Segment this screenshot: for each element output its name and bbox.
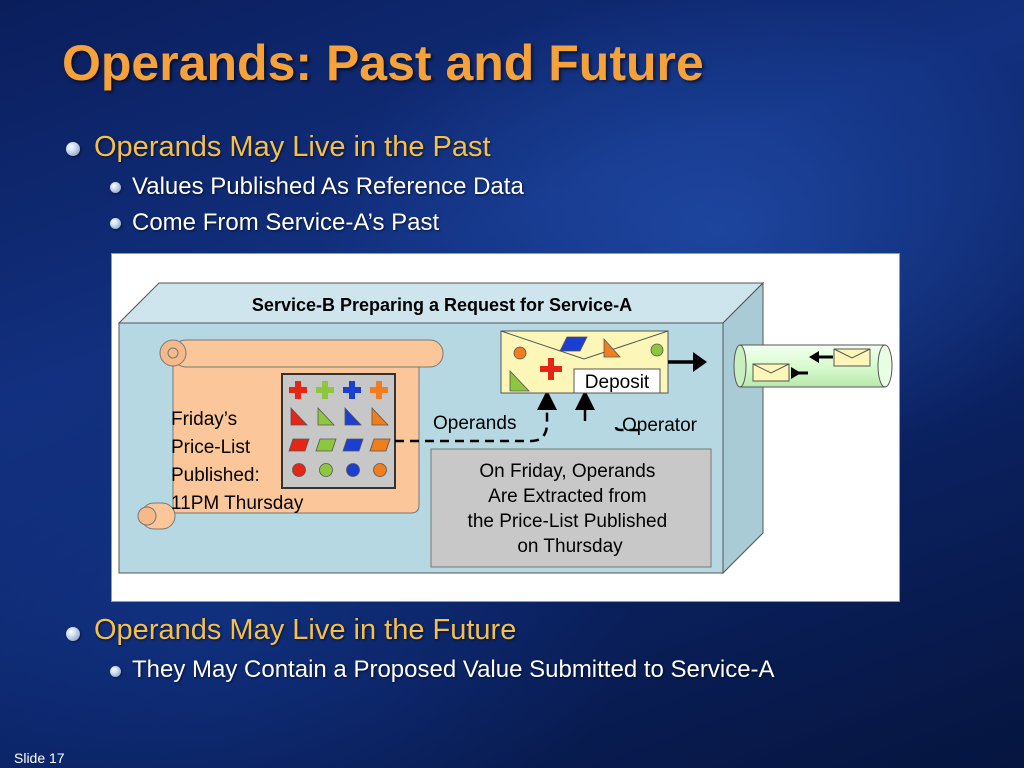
parallelogram-icon	[315, 438, 337, 452]
operator-label: Operator	[622, 415, 698, 436]
queue-arrow-head	[809, 351, 819, 363]
scroll-line: 11PM Thursday	[171, 493, 304, 514]
send-arrow-head	[693, 352, 707, 372]
operand-grid	[281, 373, 396, 489]
note-line: the Price-List Published	[468, 511, 668, 532]
triangle-icon	[344, 406, 362, 426]
scroll-text: Friday’s Price-List Published: 11PM Thur…	[171, 409, 304, 514]
cross-icon	[540, 358, 562, 380]
cross-icon	[316, 381, 334, 399]
sub-bullet-proposed-value: They May Contain a Proposed Value Submit…	[132, 656, 775, 683]
diagram-panel: Service-B Preparing a Request for Servic…	[111, 253, 900, 602]
bullet-dot-icon	[66, 627, 80, 641]
circle-icon	[650, 343, 664, 357]
message-queue	[733, 344, 893, 388]
deposit-label: Deposit	[585, 372, 650, 393]
scroll-line: Price-List	[171, 437, 251, 458]
note-line: Are Extracted from	[488, 486, 646, 507]
bullet-dot-icon	[110, 218, 121, 229]
envelope-icon	[752, 363, 790, 382]
note-line: on Thursday	[517, 536, 623, 557]
note-line: On Friday, Operands	[479, 461, 655, 482]
parallelogram-icon	[559, 336, 588, 352]
triangle-icon	[509, 369, 530, 392]
scroll-line: Friday’s	[171, 409, 237, 430]
sub-bullet-reference-data: Values Published As Reference Data	[132, 173, 524, 200]
triangle-icon	[317, 406, 335, 426]
operands-label: Operands	[433, 413, 516, 434]
scroll-line: Published:	[171, 465, 260, 486]
box-side-face	[722, 281, 764, 575]
sub-bullet-service-a-past: Come From Service-A’s Past	[132, 209, 440, 236]
box-title: Service-B Preparing a Request for Servic…	[252, 295, 632, 315]
bullet-future: Operands May Live in the Future	[94, 614, 517, 646]
operands-connector	[395, 390, 557, 443]
note-text: On Friday, Operands Are Extracted from t…	[468, 461, 673, 557]
triangle-icon	[603, 337, 621, 358]
slide-number: Slide 17	[14, 750, 65, 766]
parallelogram-icon	[342, 438, 364, 452]
cross-icon	[343, 381, 361, 399]
circle-icon	[513, 346, 527, 360]
bullet-dot-icon	[110, 182, 121, 193]
triangle-icon	[371, 406, 389, 426]
cross-icon	[370, 381, 388, 399]
note-box	[430, 448, 712, 568]
triangle-icon	[290, 406, 308, 426]
operator-connector	[614, 426, 639, 432]
circle-icon	[319, 463, 333, 477]
bullet-past: Operands May Live in the Past	[94, 131, 491, 163]
bullet-dot-icon	[66, 142, 80, 156]
envelope-icon	[833, 348, 871, 367]
parallelogram-icon	[369, 438, 391, 452]
circle-icon	[346, 463, 360, 477]
slide-title: Operands: Past and Future	[62, 35, 704, 91]
cross-icon	[289, 381, 307, 399]
circle-icon	[292, 463, 306, 477]
request-envelope: Deposit	[500, 330, 669, 394]
circle-icon	[373, 463, 387, 477]
parallelogram-icon	[288, 438, 310, 452]
bullet-dot-icon	[110, 666, 121, 677]
queue-arrow-head	[791, 367, 801, 379]
